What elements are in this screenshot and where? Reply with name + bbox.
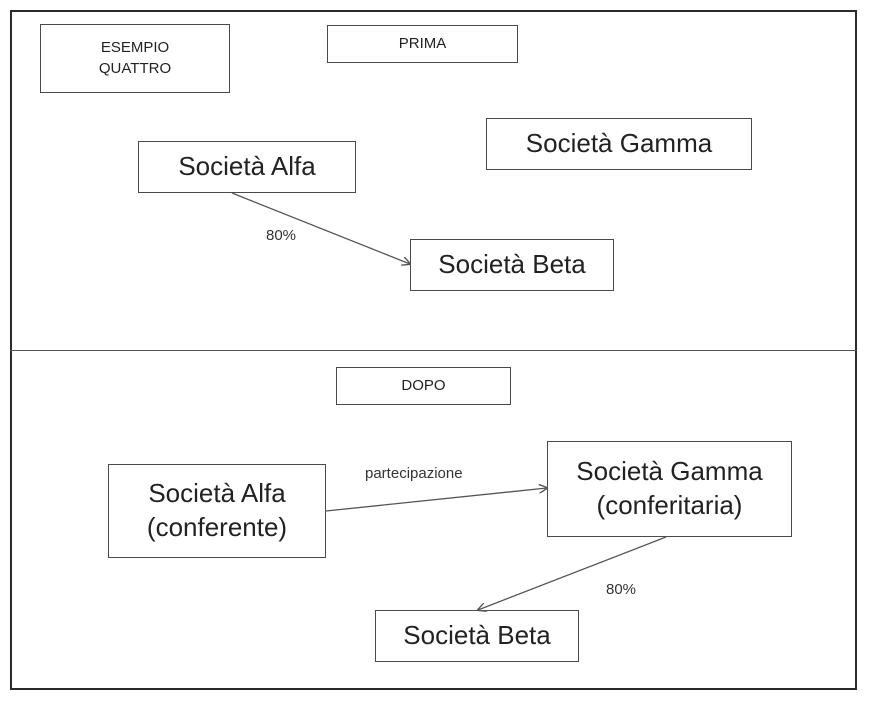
- after-label: DOPO: [401, 376, 446, 394]
- bottom-beta-label: Società Beta: [403, 620, 551, 651]
- example-box: ESEMPIO QUATTRO: [40, 24, 230, 93]
- bottom-gamma-line1: Società Gamma: [576, 456, 763, 487]
- bottom-alfa-line2: (conferente): [146, 512, 288, 542]
- bottom-beta-box: Società Beta: [375, 610, 579, 662]
- section-divider: [10, 350, 857, 351]
- before-box: PRIMA: [327, 25, 518, 63]
- top-percentage-label: 80%: [266, 227, 297, 244]
- top-alfa-box: Società Alfa: [138, 141, 356, 193]
- bottom-percentage-label: 80%: [606, 581, 637, 598]
- top-alfa-label: Società Alfa: [178, 151, 316, 182]
- top-beta-label: Società Beta: [438, 249, 586, 280]
- top-gamma-box: Società Gamma: [486, 118, 752, 170]
- bottom-alfa-line1: Società Alfa: [148, 478, 286, 509]
- example-line2: QUATTRO: [98, 59, 172, 77]
- bottom-gamma-box: Società Gamma (conferitaria): [547, 441, 792, 537]
- participation-label: partecipazione: [365, 465, 463, 482]
- top-beta-box: Società Beta: [410, 239, 614, 291]
- bottom-gamma-line2: (conferitaria): [596, 490, 743, 520]
- after-box: DOPO: [336, 367, 511, 405]
- top-gamma-label: Società Gamma: [525, 128, 713, 159]
- before-label: PRIMA: [398, 34, 447, 52]
- example-line1: ESEMPIO: [100, 39, 170, 57]
- bottom-alfa-box: Società Alfa (conferente): [108, 464, 326, 558]
